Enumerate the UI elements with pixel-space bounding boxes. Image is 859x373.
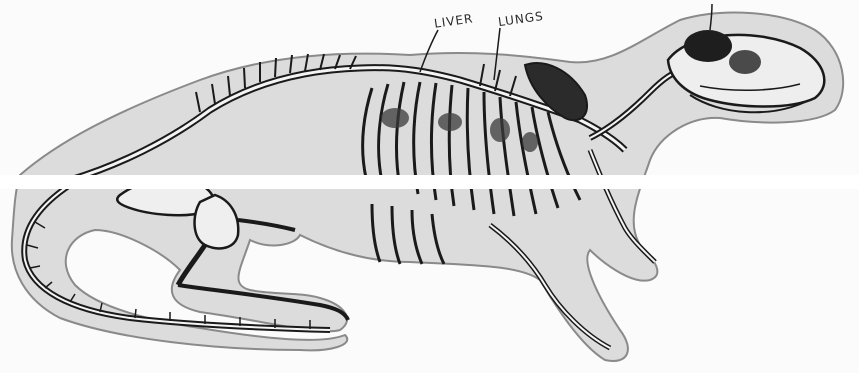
eye-socket [684,30,732,62]
scan-gap-band [0,175,859,189]
